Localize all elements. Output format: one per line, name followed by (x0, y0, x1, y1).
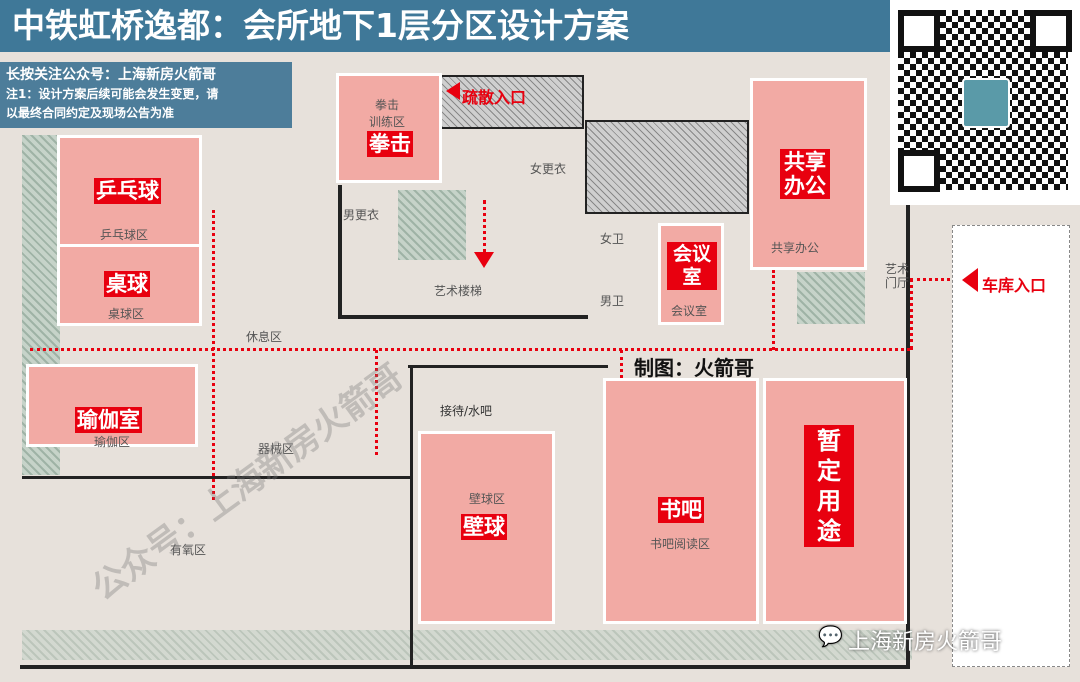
room-squash: 壁球区 壁球 (418, 431, 555, 624)
room-tag: 瑜伽室 (75, 407, 142, 433)
wall (20, 665, 910, 669)
room-tag: 共享办公 (780, 149, 830, 199)
disclaimer-line: 注1：设计方案后续可能会发生变更，请 (6, 87, 219, 101)
room-tag: 桌球 (104, 271, 150, 297)
wechat-icon: 💬 (818, 624, 843, 648)
evacuation-path (375, 350, 378, 455)
room-label: 桌球区 (108, 307, 145, 321)
garden-patch (797, 272, 865, 324)
garden-patch (398, 190, 466, 260)
wall (408, 365, 608, 368)
notes-box: 长按关注公众号：上海新房火箭哥 注1：设计方案后续可能会发生变更，请 以最终合同… (0, 62, 292, 128)
area-women-wc: 女卫 (600, 232, 625, 246)
room-tag: 书吧 (658, 497, 704, 523)
room-tag: 暂定用途 (804, 425, 854, 547)
evacuation-path (483, 200, 486, 260)
structure-core (440, 75, 584, 129)
room-meeting: 会议室 会议室 (658, 223, 724, 325)
area-reception: 接待/水吧 (440, 404, 493, 418)
room-cowork: 共享办公 共享办公 (750, 78, 867, 270)
wall (22, 476, 412, 479)
room-label: 书吧阅读区 (650, 537, 711, 551)
arrow-left-icon (962, 268, 978, 292)
avatar (962, 78, 1010, 128)
room-tag: 乒乓球 (94, 178, 161, 204)
follow-note: 长按关注公众号：上海新房火箭哥 (6, 67, 216, 83)
wall (338, 185, 342, 315)
room-pingpong: 乒乓球 乒乓球区 (57, 135, 202, 247)
room-yoga: 瑜伽室 瑜伽区 (26, 364, 198, 449)
evacuation-path (30, 348, 910, 351)
area-stair: 艺术楼梯 (434, 284, 483, 298)
area-men-locker: 男更衣 (343, 208, 380, 222)
room-tag: 会议室 (667, 242, 717, 290)
evacuation-path (212, 210, 215, 500)
area-women-locker: 女更衣 (530, 162, 567, 176)
wall (338, 315, 588, 319)
area-men-wc: 男卫 (600, 294, 625, 308)
structure-core (585, 120, 749, 214)
disclaimer-line: 以最终合同约定及现场公告为准 (6, 106, 175, 120)
wall (410, 365, 413, 665)
garage-entrance-label: 车库入口 (982, 276, 1047, 295)
garden-strip (22, 630, 912, 660)
wall (906, 205, 910, 665)
room-label: 共享办公 (771, 241, 820, 255)
room-tbd: 暂定用途 (763, 378, 907, 624)
room-bookbar: 书吧 书吧阅读区 (603, 378, 759, 624)
room-label: 会议室 (671, 304, 708, 318)
arrow-left-icon (446, 82, 460, 100)
room-tag: 拳击 (367, 131, 413, 157)
room-tag: 壁球 (461, 514, 507, 540)
area-lounge: 休息区 (246, 330, 283, 344)
area-equipment: 器械区 (258, 442, 295, 456)
garage-parking (952, 225, 1070, 667)
evacuation-path (910, 278, 950, 281)
evacuation-entrance-label: 疏散入口 (462, 88, 527, 107)
area-cardio: 有氧区 (170, 543, 207, 557)
room-label: 瑜伽区 (94, 435, 131, 449)
page-title: 中铁虹桥逸都：会所地下1层分区设计方案 (0, 0, 890, 52)
evacuation-path (910, 278, 913, 350)
wechat-account-label: 上海新房火箭哥 (848, 630, 1003, 655)
qr-code[interactable] (890, 0, 1080, 205)
credit-label: 制图：火箭哥 (634, 356, 754, 380)
room-boxing: 拳击 训练区 拳击 (336, 73, 442, 183)
evacuation-path (772, 270, 775, 350)
room-label: 壁球区 (469, 492, 506, 506)
room-label: 乒乓球区 (100, 228, 149, 242)
room-billiards: 桌球 桌球区 (57, 244, 202, 326)
arrow-down-icon (474, 252, 494, 268)
room-label: 拳击 训练区 (369, 98, 406, 129)
area-art-lobby: 艺术门厅 (885, 262, 910, 290)
